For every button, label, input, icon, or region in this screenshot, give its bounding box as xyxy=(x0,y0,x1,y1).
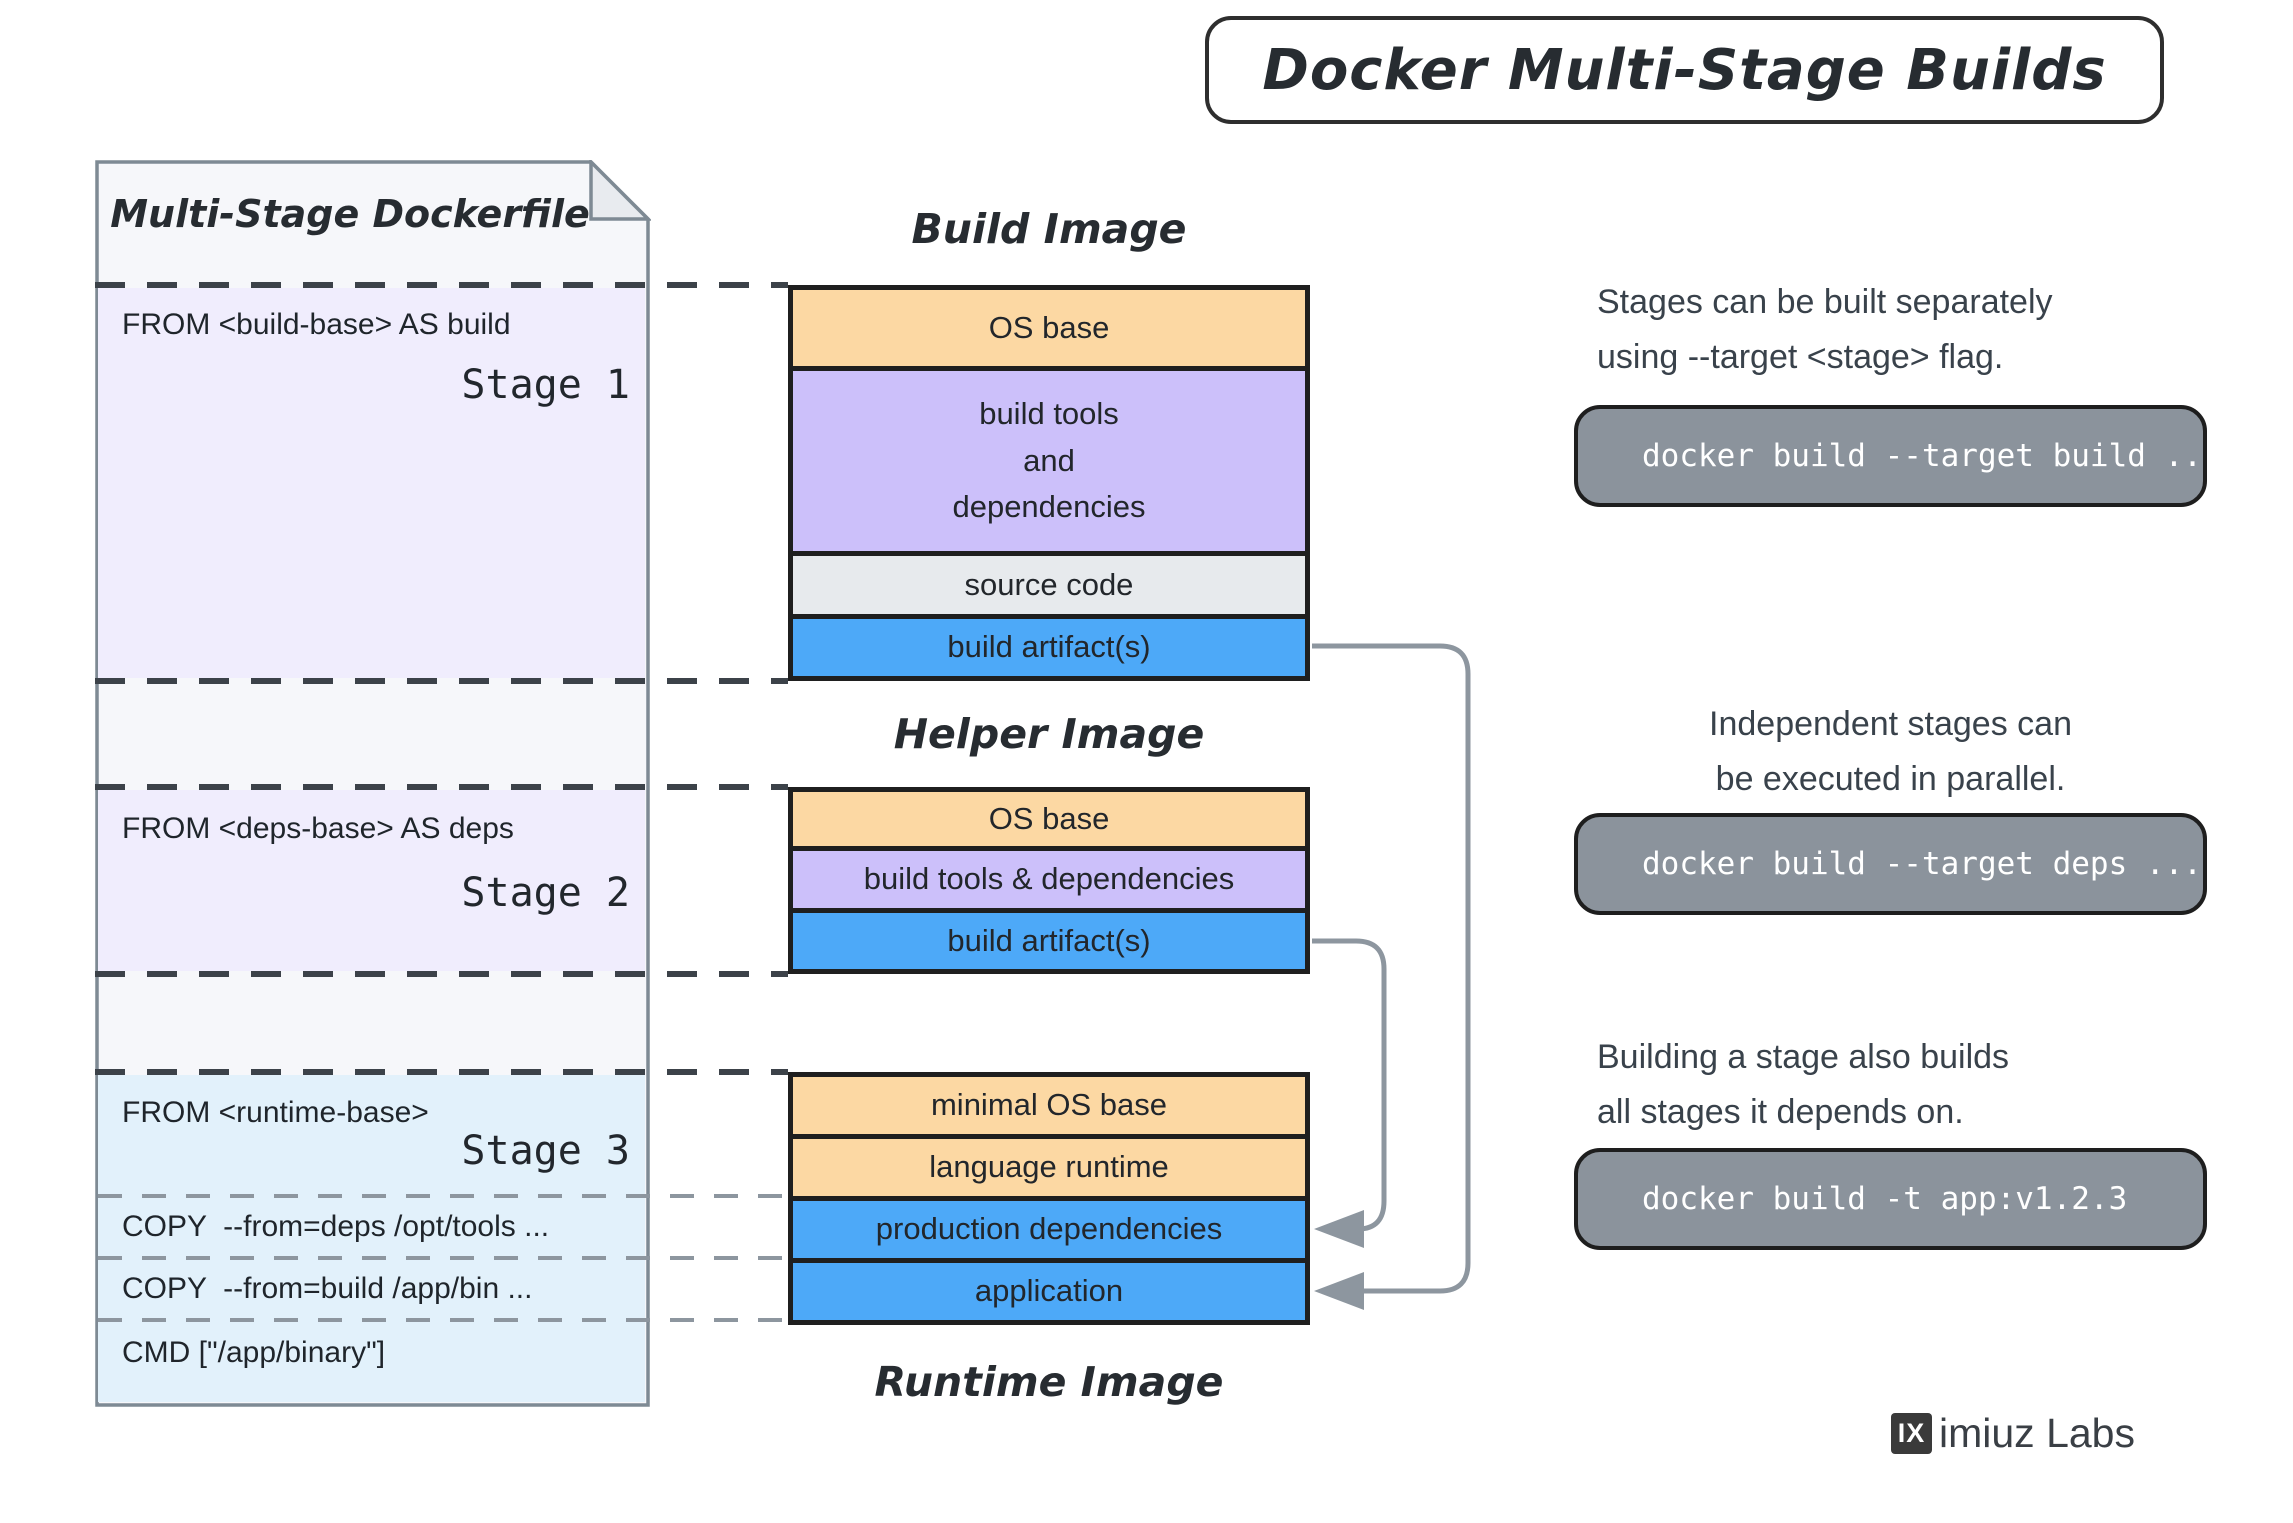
copy-build-dashed-line xyxy=(98,1256,788,1260)
layer-language-runtime: language runtime xyxy=(793,1139,1305,1196)
stage2-region xyxy=(98,790,645,971)
layer-build-artifact: build artifact(s) xyxy=(793,619,1305,676)
stage2-bottom-dashed-line xyxy=(95,971,788,977)
code-build-tag: docker build -t app:v1.2.3 xyxy=(1574,1148,2207,1250)
helper-artifact-to-proddeps-arrow xyxy=(1312,938,1387,1232)
arrow-left-icon xyxy=(1314,1272,1364,1310)
stage3-copy-deps-line: COPY --from=deps /opt/tools ... xyxy=(122,1210,550,1243)
stage1-region xyxy=(98,288,645,678)
stage1-bottom-dashed-line xyxy=(95,678,788,684)
layer-application: application xyxy=(793,1263,1305,1320)
stage2-from-line: FROM <deps-base> AS deps xyxy=(122,812,514,845)
note-depends-on: Building a stage also builds all stages … xyxy=(1597,1038,2010,1131)
stage2-top-dashed-line xyxy=(95,784,788,790)
stage1-from-line: FROM <build-base> AS build xyxy=(122,308,511,341)
copy-deps-dashed-line xyxy=(98,1194,788,1198)
cmd-dashed-line xyxy=(98,1318,788,1322)
layer-build-tools: build tools and dependencies xyxy=(793,371,1305,551)
layer-build-artifact: build artifact(s) xyxy=(793,913,1305,969)
code-text: docker build --target build ... xyxy=(1642,438,2221,474)
build-image-stack: OS base build tools and dependencies sou… xyxy=(788,285,1310,681)
layer-os-base: OS base xyxy=(793,792,1305,846)
arrow-left-icon xyxy=(1314,1210,1364,1248)
layer-minimal-os: minimal OS base xyxy=(793,1077,1305,1134)
code-target-build: docker build --target build ... xyxy=(1574,405,2221,507)
stage3-label: Stage 3 xyxy=(461,1128,630,1174)
layer-source-code: source code xyxy=(793,556,1305,614)
logo-name: imiuz Labs xyxy=(1939,1410,2135,1456)
helper-image-title: Helper Image xyxy=(893,710,1205,758)
layer-production-deps: production dependencies xyxy=(793,1201,1305,1258)
diagram-title-text: Docker Multi-Stage Builds xyxy=(1262,37,2107,103)
dockerfile-title: Multi-Stage Dockerfile xyxy=(110,192,590,236)
iximiuz-labs-logo: IX imiuz Labs xyxy=(1891,1410,2135,1457)
stage3-cmd-line: CMD ["/app/binary"] xyxy=(122,1336,386,1369)
layer-build-tools: build tools & dependencies xyxy=(793,851,1305,908)
stage1-label: Stage 1 xyxy=(461,362,630,408)
code-target-deps: docker build --target deps ... xyxy=(1574,813,2207,915)
stage3-top-dashed-line xyxy=(95,1069,788,1075)
runtime-image-stack: minimal OS base language runtime product… xyxy=(788,1072,1310,1325)
stage1-top-dashed-line xyxy=(95,282,788,288)
dockerfile-fold-icon xyxy=(589,160,651,221)
code-text: docker build -t app:v1.2.3 xyxy=(1642,1181,2128,1217)
layer-os-base: OS base xyxy=(793,290,1305,366)
stage2-label: Stage 2 xyxy=(461,870,630,916)
build-artifact-to-application-arrow xyxy=(1312,643,1471,1294)
helper-image-stack: OS base build tools & dependencies build… xyxy=(788,787,1310,974)
build-image-title: Build Image xyxy=(911,205,1187,253)
ix-logo-icon: IX xyxy=(1891,1413,1932,1454)
stage3-from-line: FROM <runtime-base> xyxy=(122,1096,429,1129)
runtime-image-title: Runtime Image xyxy=(874,1358,1224,1406)
stage3-region xyxy=(98,1075,645,1402)
code-text: docker build --target deps ... xyxy=(1642,846,2202,882)
stage3-copy-build-line: COPY --from=build /app/bin ... xyxy=(122,1272,533,1305)
note-parallel-stages: Independent stages can be executed in pa… xyxy=(1709,705,2072,798)
diagram-title: Docker Multi-Stage Builds xyxy=(1205,16,2164,124)
note-build-separately: Stages can be built separately using --t… xyxy=(1597,283,2053,376)
